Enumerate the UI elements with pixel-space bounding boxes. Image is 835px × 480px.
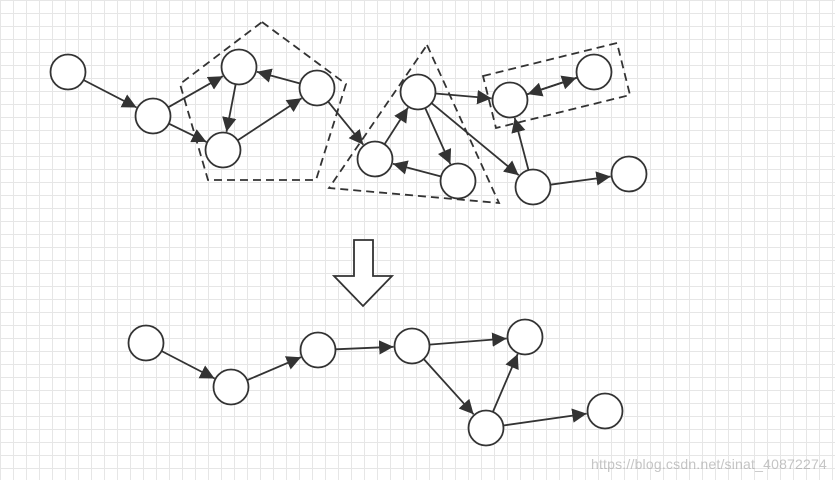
bottom-graph-nodes — [127, 318, 624, 447]
top-edge-b-d — [168, 122, 207, 143]
top-edge-c-d — [222, 84, 237, 132]
top-edge-b-c — [167, 75, 224, 109]
bottom-node-c — [299, 331, 337, 369]
bottom-node-g — [586, 392, 624, 430]
bottom-node-f — [467, 409, 505, 447]
bottom-edge-D-F — [423, 358, 475, 415]
top-node-e — [298, 69, 336, 107]
top-graph-nodes — [49, 48, 648, 206]
bottom-edge-B-C — [246, 356, 302, 382]
top-graph-edges — [83, 68, 611, 186]
top-edge-k-i — [511, 117, 530, 171]
top-node-g — [356, 140, 394, 178]
top-node-k — [514, 168, 552, 206]
watermark-text: https://blog.csdn.net/sinat_40872274 — [590, 456, 827, 472]
top-node-a — [49, 53, 87, 91]
bottom-graph-edges — [161, 332, 587, 427]
rectangle-scc-outline — [481, 41, 632, 130]
top-edge-f-k — [430, 102, 520, 176]
top-node-f — [399, 73, 437, 111]
bottom-node-a — [127, 324, 165, 362]
top-edge-a-b — [83, 79, 138, 109]
top-edge-j-i — [527, 76, 578, 97]
bottom-edge-F-G — [503, 408, 587, 427]
bottom-edge-F-E — [492, 353, 519, 413]
bottom-node-b — [212, 368, 250, 406]
top-edge-f-h — [424, 107, 452, 165]
bottom-edge-D-E — [429, 332, 507, 347]
top-node-c — [220, 48, 258, 86]
pentagon-scc-outline — [178, 20, 348, 181]
top-edge-e-c — [256, 68, 301, 85]
top-edge-d-e — [237, 97, 303, 142]
top-edge-h-g — [392, 160, 442, 178]
top-edge-f-i — [435, 89, 492, 105]
top-node-j — [575, 53, 613, 91]
bottom-node-e — [506, 318, 544, 356]
top-node-i — [491, 81, 529, 119]
top-node-b — [134, 97, 172, 135]
bottom-node-d — [393, 327, 431, 365]
top-node-l — [610, 155, 648, 193]
bottom-edge-C-D — [335, 340, 394, 355]
triangle-scc-outline — [327, 43, 501, 205]
bottom-edge-A-B — [161, 350, 216, 380]
top-edge-g-f — [383, 107, 409, 145]
top-edge-e-g — [327, 101, 364, 146]
top-node-d — [204, 131, 242, 169]
top-node-h — [439, 162, 477, 200]
down-arrow-icon — [331, 239, 395, 308]
top-edge-k-l — [550, 171, 611, 186]
